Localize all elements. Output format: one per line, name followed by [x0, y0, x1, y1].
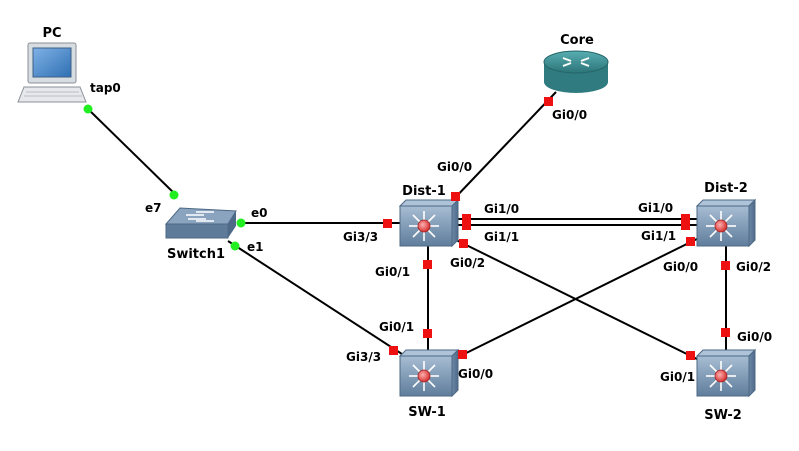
port-label-dist1-gi3-3: Gi3/3: [343, 230, 378, 244]
port-label-sw2-gi0-0: Gi0/0: [737, 330, 772, 344]
port-status-dist1-gi0-0: [451, 192, 460, 201]
port-status-pc-tap0: [83, 104, 93, 114]
node-core[interactable]: Core: [543, 33, 609, 93]
port-label-sw1-gi0-1: Gi0/1: [379, 320, 414, 334]
port-status-dist1-gi3-3: [383, 219, 392, 228]
desktop-computer-icon: [17, 42, 87, 103]
port-label-dist2-gi1-0: Gi1/0: [638, 201, 673, 215]
port-label-sw2-gi0-1: Gi0/1: [660, 370, 695, 384]
port-status-dist2-gi0-2: [721, 261, 730, 270]
port-status-core-gi0-0: [544, 97, 553, 106]
port-label-switch1-e0: e0: [251, 206, 268, 220]
port-status-switch1-e0: [236, 218, 246, 228]
router-icon: [543, 50, 609, 93]
port-labels: tap0 e7 e0 e1 Gi0/0 Gi0/0 Gi3/3 Gi1/0 Gi…: [90, 81, 772, 384]
port-label-dist1-gi1-0: Gi1/0: [484, 202, 519, 216]
multilayer-switch-icon: [398, 348, 460, 398]
ethernet-switch-icon: [164, 207, 237, 239]
port-label-switch1-e7: e7: [145, 201, 162, 215]
port-status-sw1-gi3-3: [389, 346, 398, 355]
node-dist1[interactable]: Dist-1: [398, 184, 460, 248]
node-sw2[interactable]: SW-2: [695, 348, 757, 423]
multilayer-switch-icon: [398, 198, 460, 248]
port-label-sw1-gi3-3: Gi3/3: [346, 350, 381, 364]
multilayer-switch-icon: [695, 348, 757, 398]
links: [87, 91, 727, 364]
link-switch1-sw1[interactable]: [227, 240, 406, 357]
port-label-dist2-gi0-0: Gi0/0: [663, 260, 698, 274]
port-label-dist2-gi0-2: Gi0/2: [736, 260, 771, 274]
port-status-dist1-gi0-1: [423, 260, 432, 269]
node-sw1[interactable]: SW-1: [398, 348, 460, 420]
sw1-label: SW-1: [408, 405, 446, 420]
multilayer-switch-icon: [695, 198, 757, 248]
port-label-dist2-gi1-1: Gi1/1: [641, 229, 676, 243]
node-pc[interactable]: PC: [17, 26, 87, 103]
port-status-dist1-gi1-0: [462, 214, 471, 223]
port-status-switch1-e7: [169, 190, 179, 200]
dist1-label: Dist-1: [402, 184, 446, 199]
switch1-label: Switch1: [167, 247, 225, 262]
pc-label: PC: [42, 26, 61, 41]
node-switch1[interactable]: Switch1: [164, 207, 237, 262]
link-dist2-sw1[interactable]: [447, 233, 708, 363]
port-status-dist2-gi1-1: [681, 221, 690, 230]
port-status-dist1-gi0-2: [459, 239, 468, 248]
port-status-sw1-gi0-1: [423, 329, 432, 338]
node-dist2[interactable]: Dist-2: [695, 181, 757, 248]
port-status-switch1-e1: [230, 241, 240, 251]
port-label-sw1-gi0-0: Gi0/0: [458, 367, 493, 381]
port-label-dist1-gi1-1: Gi1/1: [484, 230, 519, 244]
port-label-core-gi0-0: Gi0/0: [552, 108, 587, 122]
port-label-pc-tap0: tap0: [90, 81, 121, 95]
port-status-dist1-gi1-1: [462, 221, 471, 230]
link-core-dist1[interactable]: [451, 91, 557, 202]
port-label-switch1-e1: e1: [247, 240, 264, 254]
port-label-dist1-gi0-2: Gi0/2: [450, 256, 485, 270]
port-label-dist1-gi0-0: Gi0/0: [437, 160, 472, 174]
dist2-label: Dist-2: [704, 181, 748, 196]
port-status-sw2-gi0-1: [686, 351, 695, 360]
port-status-sw1-gi0-0: [458, 350, 467, 359]
link-pc-switch1[interactable]: [87, 108, 178, 197]
port-indicators: [83, 97, 730, 360]
port-status-sw2-gi0-0: [721, 328, 730, 337]
port-status-dist2-gi1-0: [681, 214, 690, 223]
sw2-label: SW-2: [704, 408, 742, 423]
port-label-dist1-gi0-1: Gi0/1: [375, 265, 410, 279]
port-status-dist2-gi0-0: [686, 237, 695, 246]
core-label: Core: [560, 33, 594, 48]
